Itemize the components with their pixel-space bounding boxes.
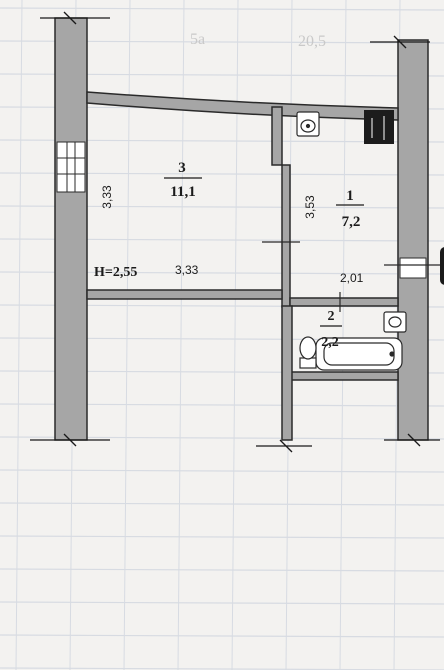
room1-number: 1 [346, 188, 354, 204]
grid-line-vertical [15, 0, 23, 670]
bathtub-icon [315, 337, 403, 371]
grid-line-horizontal [0, 469, 444, 473]
sink-icon [296, 111, 320, 137]
edge-scroll-handle[interactable] [440, 247, 444, 285]
top-wall [86, 91, 399, 121]
window-left [56, 141, 86, 193]
axis-tick-bottom-left [63, 433, 77, 447]
partition-wall-vertical-lower [281, 164, 291, 308]
room3-area: 11,1 [170, 184, 195, 200]
axis-tick-bottom-right [407, 433, 421, 447]
room3-side-dimension: 3,33 [100, 185, 114, 209]
partition-wall-vertical [271, 106, 283, 166]
faded-header-right: 20,5 [298, 33, 326, 50]
grid-line-horizontal [0, 535, 444, 539]
grid-line-horizontal [0, 568, 444, 572]
room2-area: 2,2 [321, 335, 339, 350]
grid-line-horizontal [0, 601, 444, 605]
grid-line-vertical [177, 0, 185, 670]
faded-header-left: 5a [190, 31, 205, 48]
grid-line-horizontal [0, 502, 444, 506]
left-exterior-wall [54, 17, 88, 441]
axis-tick-top-right [393, 35, 407, 49]
grid-line-horizontal [0, 634, 444, 638]
axis-tick-top-left [63, 11, 77, 25]
room2-number: 2 [328, 309, 335, 324]
bathroom-bottom-wall [289, 371, 399, 381]
room3-bottom-dimension: 3,33 [175, 263, 199, 277]
room3-number: 3 [178, 160, 186, 176]
axis-tick-bottom-mid [279, 439, 293, 453]
grid-line-vertical [123, 0, 131, 670]
stove-icon [364, 110, 394, 144]
toilet-icon [299, 336, 317, 369]
right-exterior-wall [397, 39, 429, 441]
ceiling-height-label: H=2,55 [94, 265, 137, 280]
corridor-wall [281, 305, 293, 441]
room3-bottom-wall [86, 289, 283, 300]
room1-area: 7,2 [342, 214, 361, 230]
window-right [399, 257, 427, 279]
bathroom-top-wall [289, 297, 399, 307]
washbasin-icon [383, 311, 407, 333]
grid-line-horizontal [0, 7, 444, 11]
room1-bottom-dimension: 2,01 [340, 271, 364, 285]
room1-side-dimension: 3,53 [303, 195, 317, 219]
